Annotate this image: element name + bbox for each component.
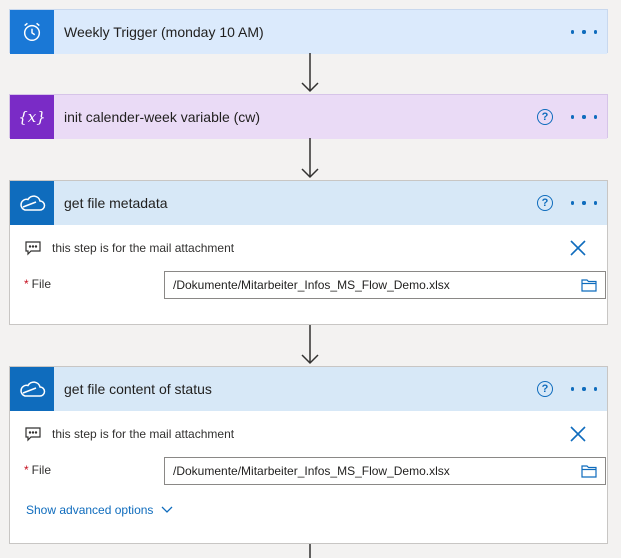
step-header[interactable]: get file content of status ? xyxy=(10,367,607,411)
step-header[interactable]: {x} init calender-week variable (cw) ? xyxy=(10,95,607,139)
file-field-row: *File /Dokumente/Mitarbeiter_Infos_MS_Fl… xyxy=(24,457,606,493)
dot-icon xyxy=(571,201,575,205)
file-input-value: /Dokumente/Mitarbeiter_Infos_MS_Flow_Dem… xyxy=(173,278,450,292)
variable-icon: {x} xyxy=(10,95,54,139)
file-field-row: *File /Dokumente/Mitarbeiter_Infos_MS_Fl… xyxy=(24,271,606,307)
step-card-init-variable[interactable]: {x} init calender-week variable (cw) ? xyxy=(9,94,608,139)
file-input[interactable]: /Dokumente/Mitarbeiter_Infos_MS_Flow_Dem… xyxy=(164,457,606,485)
step-header[interactable]: Weekly Trigger (monday 10 AM) xyxy=(10,10,607,54)
step-header[interactable]: get file metadata ? xyxy=(10,181,607,225)
dot-icon xyxy=(571,115,575,119)
help-icon[interactable]: ? xyxy=(537,381,553,397)
step-title: Weekly Trigger (monday 10 AM) xyxy=(64,24,264,40)
onedrive-cloud-icon xyxy=(10,367,54,411)
dot-icon xyxy=(582,30,586,34)
more-options-button[interactable] xyxy=(571,379,597,399)
step-body: this step is for the mail attachment *Fi… xyxy=(10,225,607,307)
close-icon[interactable] xyxy=(569,239,587,257)
file-input[interactable]: /Dokumente/Mitarbeiter_Infos_MS_Flow_Dem… xyxy=(164,271,606,299)
comment-icon xyxy=(25,427,41,442)
file-input-value: /Dokumente/Mitarbeiter_Infos_MS_Flow_Dem… xyxy=(173,464,450,478)
dot-icon xyxy=(593,201,597,205)
step-title: init calender-week variable (cw) xyxy=(64,109,261,125)
dot-icon xyxy=(582,387,586,391)
dot-icon xyxy=(571,387,575,391)
step-title: get file content of status xyxy=(64,381,212,397)
folder-icon[interactable] xyxy=(581,464,597,478)
arrow-down-icon xyxy=(301,325,319,365)
dot-icon xyxy=(582,201,586,205)
arrow-down-icon xyxy=(301,138,319,179)
dot-icon xyxy=(593,30,597,34)
alarm-clock-icon xyxy=(10,10,54,54)
dot-icon xyxy=(593,387,597,391)
more-options-button[interactable] xyxy=(571,193,597,213)
step-comment: this step is for the mail attachment xyxy=(24,225,593,271)
comment-text: this step is for the mail attachment xyxy=(52,241,235,255)
folder-icon[interactable] xyxy=(581,278,597,292)
advanced-label: Show advanced options xyxy=(26,503,154,517)
step-title: get file metadata xyxy=(64,195,168,211)
file-label: *File xyxy=(24,463,52,477)
dot-icon xyxy=(593,115,597,119)
dot-icon xyxy=(582,115,586,119)
step-comment: this step is for the mail attachment xyxy=(24,411,593,457)
onedrive-cloud-icon xyxy=(10,181,54,225)
show-advanced-options-link[interactable]: Show advanced options xyxy=(24,493,593,527)
step-card-get-file-metadata[interactable]: get file metadata ? this step is for the… xyxy=(9,180,608,325)
help-icon[interactable]: ? xyxy=(537,195,553,211)
close-icon[interactable] xyxy=(569,425,587,443)
arrow-down-icon xyxy=(301,53,319,93)
comment-text: this step is for the mail attachment xyxy=(52,427,235,441)
step-card-weekly-trigger[interactable]: Weekly Trigger (monday 10 AM) xyxy=(9,9,608,54)
more-options-button[interactable] xyxy=(571,22,597,42)
help-icon[interactable]: ? xyxy=(537,109,553,125)
chevron-down-icon xyxy=(161,506,173,513)
dot-icon xyxy=(571,30,575,34)
step-card-get-file-content[interactable]: get file content of status ? this step i… xyxy=(9,366,608,544)
step-body: this step is for the mail attachment *Fi… xyxy=(10,411,607,527)
more-options-button[interactable] xyxy=(571,107,597,127)
svg-text:{x}: {x} xyxy=(18,108,46,126)
arrow-down-icon xyxy=(309,544,311,558)
file-label: *File xyxy=(24,277,52,291)
comment-icon xyxy=(25,241,41,256)
